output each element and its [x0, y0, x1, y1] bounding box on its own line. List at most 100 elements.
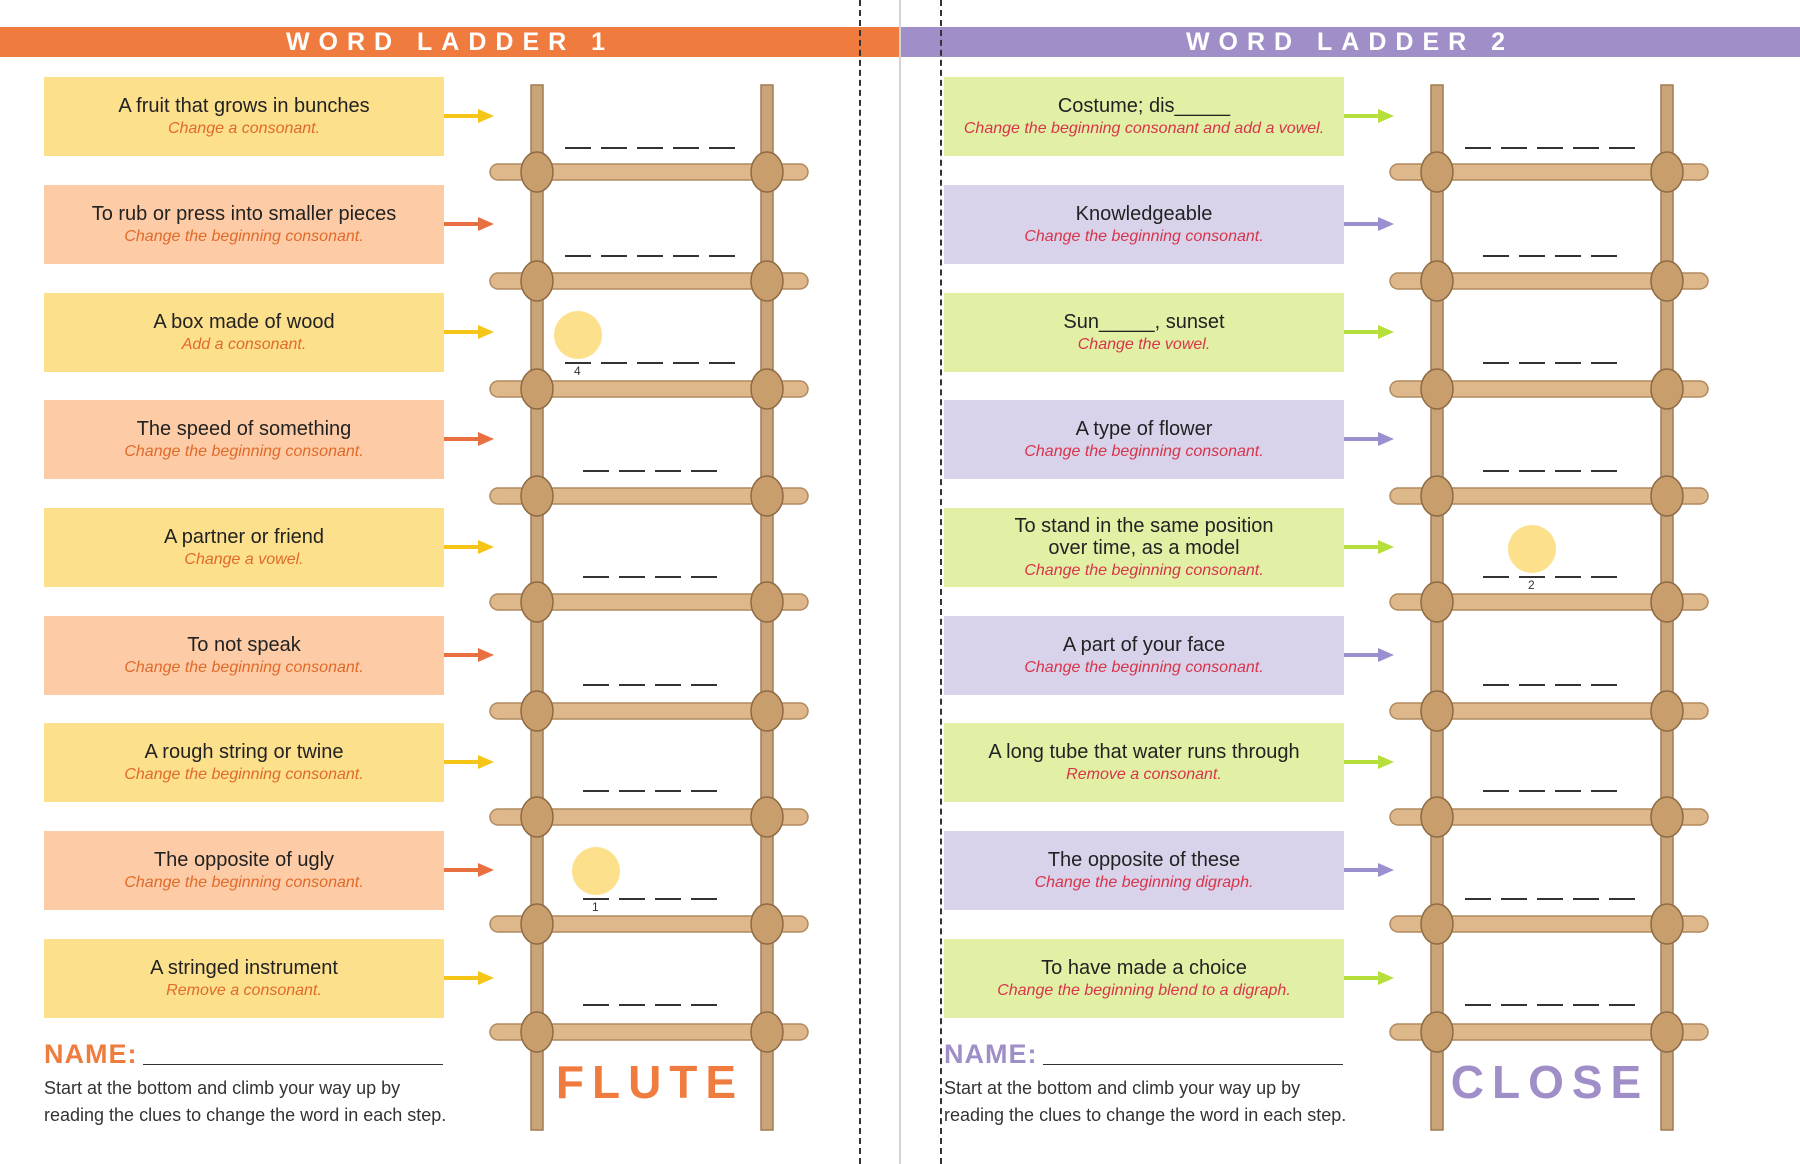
letter-blank[interactable]	[1483, 254, 1509, 257]
letter-blank[interactable]	[1573, 146, 1599, 149]
letter-blank[interactable]	[583, 575, 609, 578]
letter-blank[interactable]	[1537, 146, 1563, 149]
letter-blank[interactable]	[1519, 789, 1545, 792]
letter-blank[interactable]	[565, 361, 591, 364]
answer-blanks[interactable]	[1483, 469, 1617, 472]
letter-blank[interactable]	[1609, 1003, 1635, 1006]
letter-blank[interactable]	[691, 575, 717, 578]
letter-blank[interactable]	[673, 254, 699, 257]
letter-blank[interactable]	[619, 575, 645, 578]
letter-blank[interactable]	[1537, 897, 1563, 900]
answer-blanks[interactable]	[1483, 575, 1617, 578]
letter-blank[interactable]	[673, 146, 699, 149]
letter-blank[interactable]	[655, 1003, 681, 1006]
answer-blanks[interactable]	[565, 254, 735, 257]
answer-blanks[interactable]	[583, 897, 717, 900]
letter-blank[interactable]	[1609, 897, 1635, 900]
letter-blank[interactable]	[1465, 146, 1491, 149]
letter-blank[interactable]	[1555, 469, 1581, 472]
letter-blank[interactable]	[637, 146, 663, 149]
letter-blank[interactable]	[709, 361, 735, 364]
letter-blank[interactable]	[1483, 789, 1509, 792]
letter-blank[interactable]	[655, 789, 681, 792]
letter-blank[interactable]	[1519, 254, 1545, 257]
letter-blank[interactable]	[691, 469, 717, 472]
letter-blank[interactable]	[1483, 575, 1509, 578]
letter-blank[interactable]	[619, 683, 645, 686]
answer-blanks[interactable]	[565, 146, 735, 149]
letter-blank[interactable]	[619, 469, 645, 472]
letter-blank[interactable]	[709, 254, 735, 257]
letter-blank[interactable]	[601, 254, 627, 257]
letter-blank[interactable]	[1519, 361, 1545, 364]
letter-blank[interactable]	[1555, 361, 1581, 364]
letter-blank[interactable]	[655, 683, 681, 686]
letter-blank[interactable]	[565, 146, 591, 149]
letter-blank[interactable]	[619, 897, 645, 900]
letter-blank[interactable]	[1591, 789, 1617, 792]
letter-blank[interactable]	[619, 1003, 645, 1006]
name-field[interactable]	[143, 1064, 443, 1065]
letter-blank[interactable]	[1591, 254, 1617, 257]
letter-blank[interactable]	[1519, 469, 1545, 472]
name-field[interactable]	[1043, 1064, 1343, 1065]
letter-blank[interactable]	[583, 1003, 609, 1006]
letter-blank[interactable]	[1537, 1003, 1563, 1006]
letter-blank[interactable]	[1483, 469, 1509, 472]
letter-blank[interactable]	[1591, 361, 1617, 364]
letter-blank[interactable]	[691, 897, 717, 900]
answer-blanks[interactable]	[1465, 897, 1635, 900]
letter-blank[interactable]	[1609, 146, 1635, 149]
answer-blanks[interactable]	[583, 683, 717, 686]
answer-blanks[interactable]	[1483, 683, 1617, 686]
letter-blank[interactable]	[565, 254, 591, 257]
letter-blank[interactable]	[1591, 683, 1617, 686]
letter-blank[interactable]	[583, 683, 609, 686]
letter-blank[interactable]	[601, 361, 627, 364]
letter-blank[interactable]	[1573, 897, 1599, 900]
letter-blank[interactable]	[1465, 897, 1491, 900]
letter-blank[interactable]	[601, 146, 627, 149]
letter-blank[interactable]	[637, 361, 663, 364]
arrow-right-icon	[1344, 648, 1394, 662]
letter-blank[interactable]	[691, 683, 717, 686]
letter-blank[interactable]	[655, 897, 681, 900]
letter-blank[interactable]	[1501, 146, 1527, 149]
letter-blank[interactable]	[619, 789, 645, 792]
letter-blank[interactable]	[1555, 575, 1581, 578]
letter-blank[interactable]	[1519, 575, 1545, 578]
letter-blank[interactable]	[691, 1003, 717, 1006]
letter-blank[interactable]	[1591, 575, 1617, 578]
answer-blanks[interactable]	[583, 469, 717, 472]
answer-blanks[interactable]	[1483, 361, 1617, 364]
answer-blanks[interactable]	[583, 789, 717, 792]
letter-blank[interactable]	[1591, 469, 1617, 472]
letter-blank[interactable]	[1483, 683, 1509, 686]
letter-blank[interactable]	[1555, 789, 1581, 792]
letter-blank[interactable]	[583, 469, 609, 472]
letter-blank[interactable]	[1519, 683, 1545, 686]
letter-blank[interactable]	[709, 146, 735, 149]
answer-blanks[interactable]	[583, 575, 717, 578]
letter-blank[interactable]	[673, 361, 699, 364]
answer-blanks[interactable]	[1465, 1003, 1635, 1006]
answer-blanks[interactable]	[565, 361, 735, 364]
letter-blank[interactable]	[637, 254, 663, 257]
answer-blanks[interactable]	[1483, 254, 1617, 257]
letter-blank[interactable]	[1555, 254, 1581, 257]
letter-blank[interactable]	[583, 789, 609, 792]
letter-blank[interactable]	[655, 575, 681, 578]
letter-blank[interactable]	[1501, 897, 1527, 900]
letter-blank[interactable]	[1555, 683, 1581, 686]
answer-blanks[interactable]	[583, 1003, 717, 1006]
letter-blank[interactable]	[655, 469, 681, 472]
letter-blank[interactable]	[1573, 1003, 1599, 1006]
answer-blanks[interactable]	[1483, 789, 1617, 792]
letter-blank[interactable]	[1501, 1003, 1527, 1006]
letter-blank[interactable]	[691, 789, 717, 792]
letter-blank[interactable]	[583, 897, 609, 900]
letter-blank[interactable]	[1483, 361, 1509, 364]
letter-blank[interactable]	[1465, 1003, 1491, 1006]
answer-blanks[interactable]	[1465, 146, 1635, 149]
